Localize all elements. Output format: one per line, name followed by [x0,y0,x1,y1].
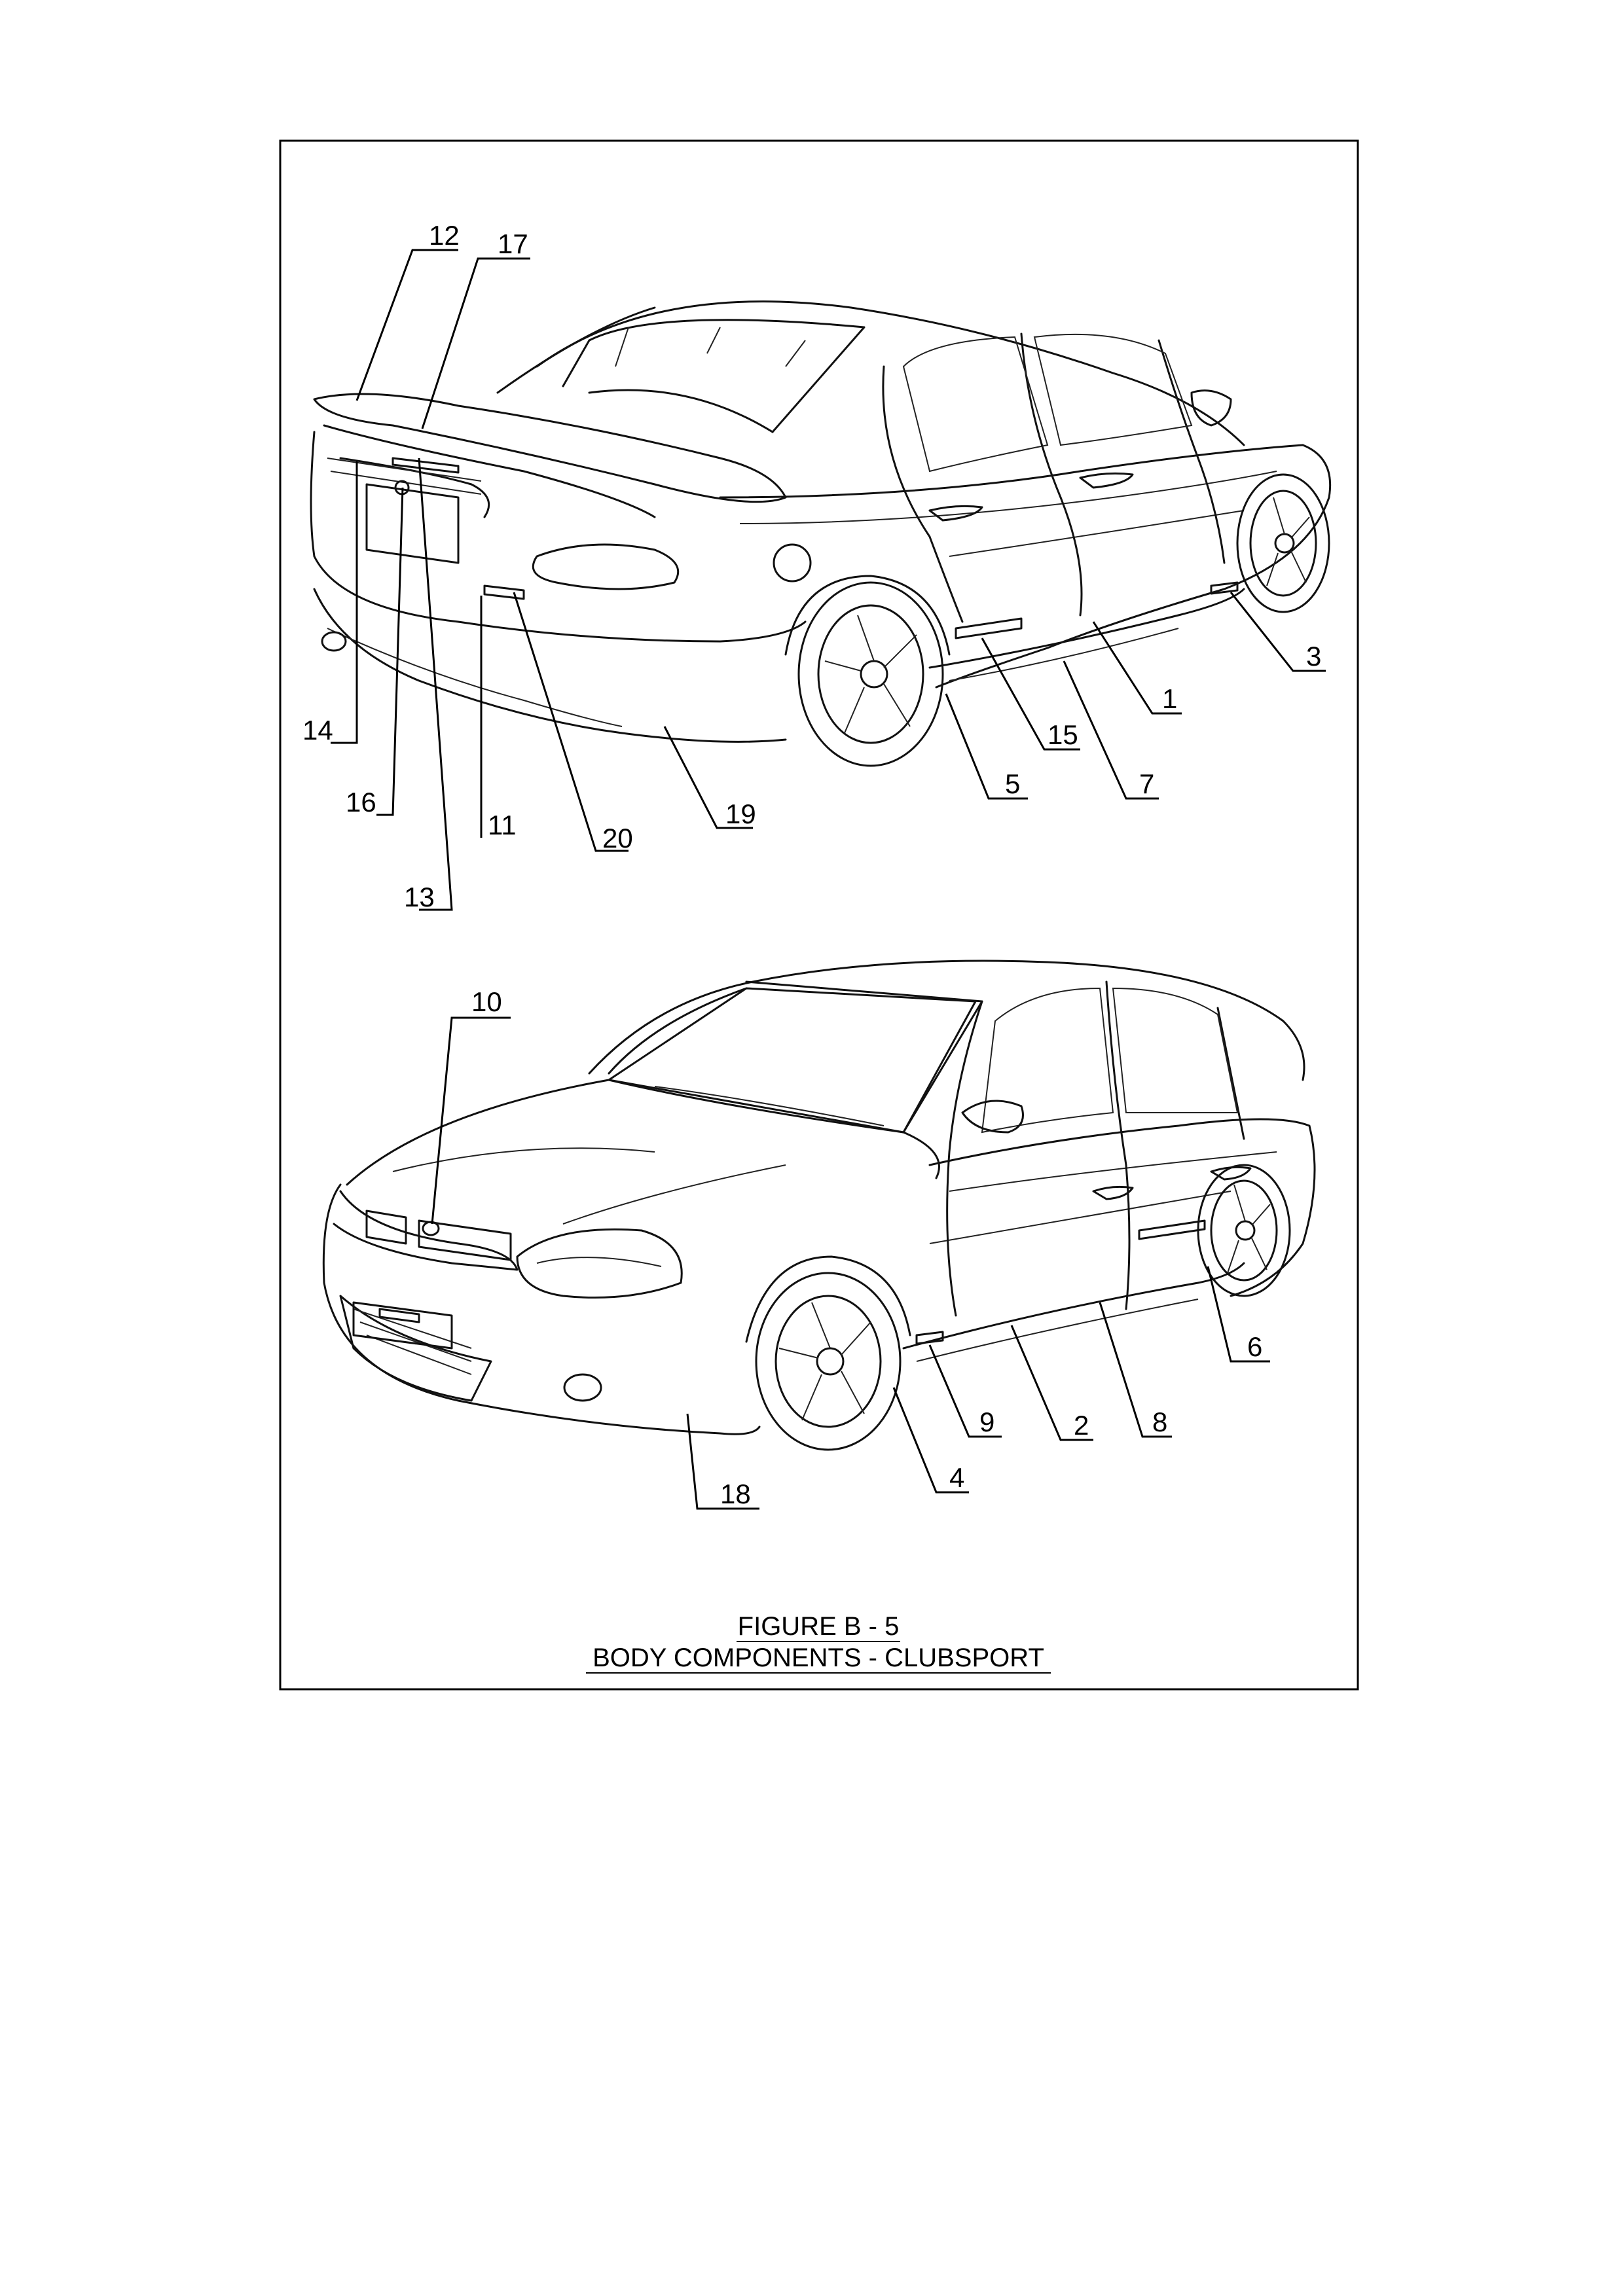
callout-9: 9 [979,1407,994,1437]
rear-leader-lines [331,250,1326,910]
callout-17: 17 [498,228,528,259]
callout-18: 18 [720,1479,751,1509]
callout-7: 7 [1139,768,1154,799]
figure-subtitle: BODY COMPONENTS - CLUBSPORT [593,1643,1044,1672]
callout-11: 11 [488,810,517,840]
callout-20: 20 [602,823,633,853]
callout-4: 4 [949,1462,964,1493]
callout-2: 2 [1074,1410,1089,1441]
front-view-car-illustration [323,961,1315,1450]
callout-14: 14 [302,715,333,745]
callout-1: 1 [1162,683,1177,714]
callout-3: 3 [1306,641,1321,672]
callout-19: 19 [725,798,756,829]
callout-8: 8 [1152,1407,1167,1437]
figure-title: FIGURE B - 5 [738,1612,900,1641]
callout-13: 13 [404,882,435,912]
callout-16: 16 [346,787,376,817]
callout-6: 6 [1247,1331,1262,1362]
callout-12: 12 [429,220,460,251]
callout-10: 10 [471,986,502,1017]
callout-15: 15 [1048,719,1078,750]
callout-5: 5 [1005,768,1020,799]
front-leader-lines [432,1018,1270,1509]
figure-border [280,141,1358,1689]
